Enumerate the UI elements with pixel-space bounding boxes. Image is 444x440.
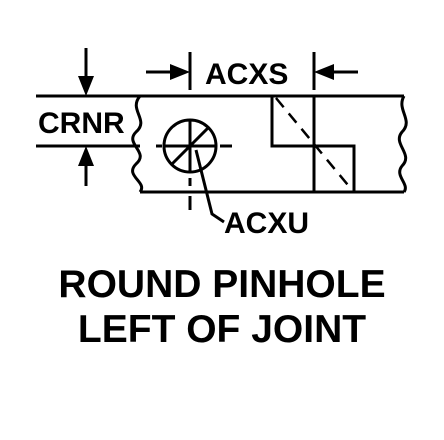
crnr-dimension: CRNR xyxy=(36,48,140,186)
acxu-leader: ACXU xyxy=(194,149,309,240)
caption-line-1: ROUND PINHOLE xyxy=(58,263,385,306)
acxu-label: ACXU xyxy=(224,207,309,240)
acxs-label: ACXS xyxy=(205,58,288,91)
crnr-label: CRNR xyxy=(38,107,125,140)
caption-line-2: LEFT OF JOINT xyxy=(78,308,366,351)
part-outline xyxy=(131,94,408,194)
pinhole xyxy=(156,118,232,210)
acxs-dimension: ACXS xyxy=(146,52,358,91)
joint-step xyxy=(270,96,356,192)
